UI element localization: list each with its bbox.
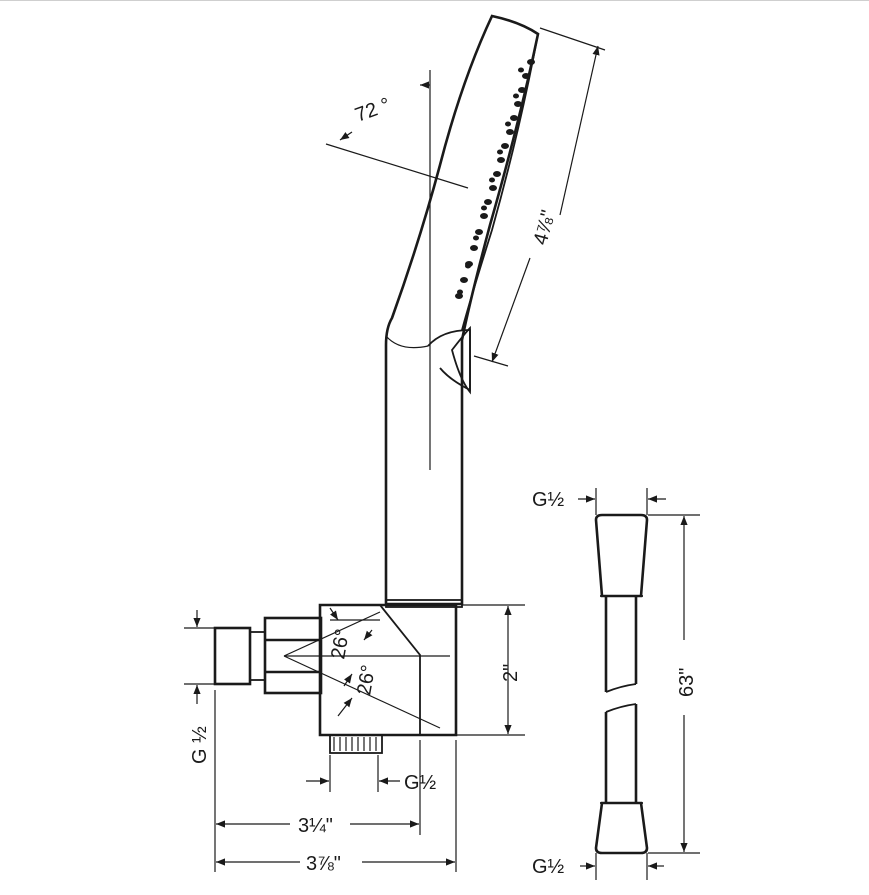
head-length-label: 4⅞" bbox=[530, 208, 560, 247]
outlet-thread-lines bbox=[333, 737, 377, 751]
angle-ray-lower bbox=[283, 655, 441, 729]
head-length-arrow-top bbox=[559, 45, 600, 216]
hose-bottom-label: G½ bbox=[532, 856, 565, 878]
angle-lower-arrow-bottom bbox=[337, 697, 353, 717]
hand-shower bbox=[384, 14, 540, 608]
hose-lower-segment bbox=[604, 704, 638, 803]
angle-upper-label: 26° bbox=[327, 627, 354, 661]
spray-nozzles bbox=[455, 59, 535, 299]
hose-lower-break bbox=[605, 703, 637, 713]
elbow-face bbox=[379, 604, 421, 735]
hose-bottom-fitting bbox=[594, 801, 649, 855]
spray-face-edge bbox=[461, 33, 539, 331]
angle-arrow-left bbox=[339, 131, 353, 141]
hose-top-label: G½ bbox=[532, 489, 565, 511]
head-length-ext-top bbox=[539, 27, 606, 51]
elbow-body bbox=[318, 603, 458, 737]
hand-shower-outline bbox=[384, 14, 540, 606]
handle-collar bbox=[385, 599, 463, 608]
inlet-cap bbox=[213, 626, 252, 686]
outlet-thread bbox=[329, 734, 383, 754]
hose-top-fitting bbox=[594, 513, 649, 598]
width-short-label: 3¼" bbox=[298, 815, 333, 837]
head-length-arrow-bottom bbox=[491, 257, 531, 363]
angle-upper-arrow-bottom bbox=[363, 629, 373, 641]
angle-label: 72 ° bbox=[352, 94, 393, 127]
hose-upper-segment bbox=[604, 596, 638, 692]
angle-lower-arrow-top bbox=[343, 673, 353, 687]
head-length-ext-bottom bbox=[473, 355, 509, 367]
mode-button bbox=[451, 325, 471, 395]
height-label: 2" bbox=[500, 664, 522, 682]
inlet-neck bbox=[249, 631, 266, 681]
angle-reference-line bbox=[325, 143, 469, 189]
hose-length-label: 63" bbox=[676, 668, 698, 697]
head-transition-line bbox=[385, 335, 429, 349]
shower-hose bbox=[594, 513, 649, 855]
inlet-label: G ½ bbox=[189, 726, 211, 764]
angle-upper-arrow-top bbox=[329, 607, 339, 621]
wall-outlet-elbow bbox=[213, 603, 458, 754]
width-long-label: 3⅞" bbox=[306, 853, 341, 875]
angle-lower-label: 26° bbox=[353, 663, 380, 697]
hose-upper-break bbox=[605, 683, 637, 693]
angle-ray-upper bbox=[283, 611, 381, 657]
